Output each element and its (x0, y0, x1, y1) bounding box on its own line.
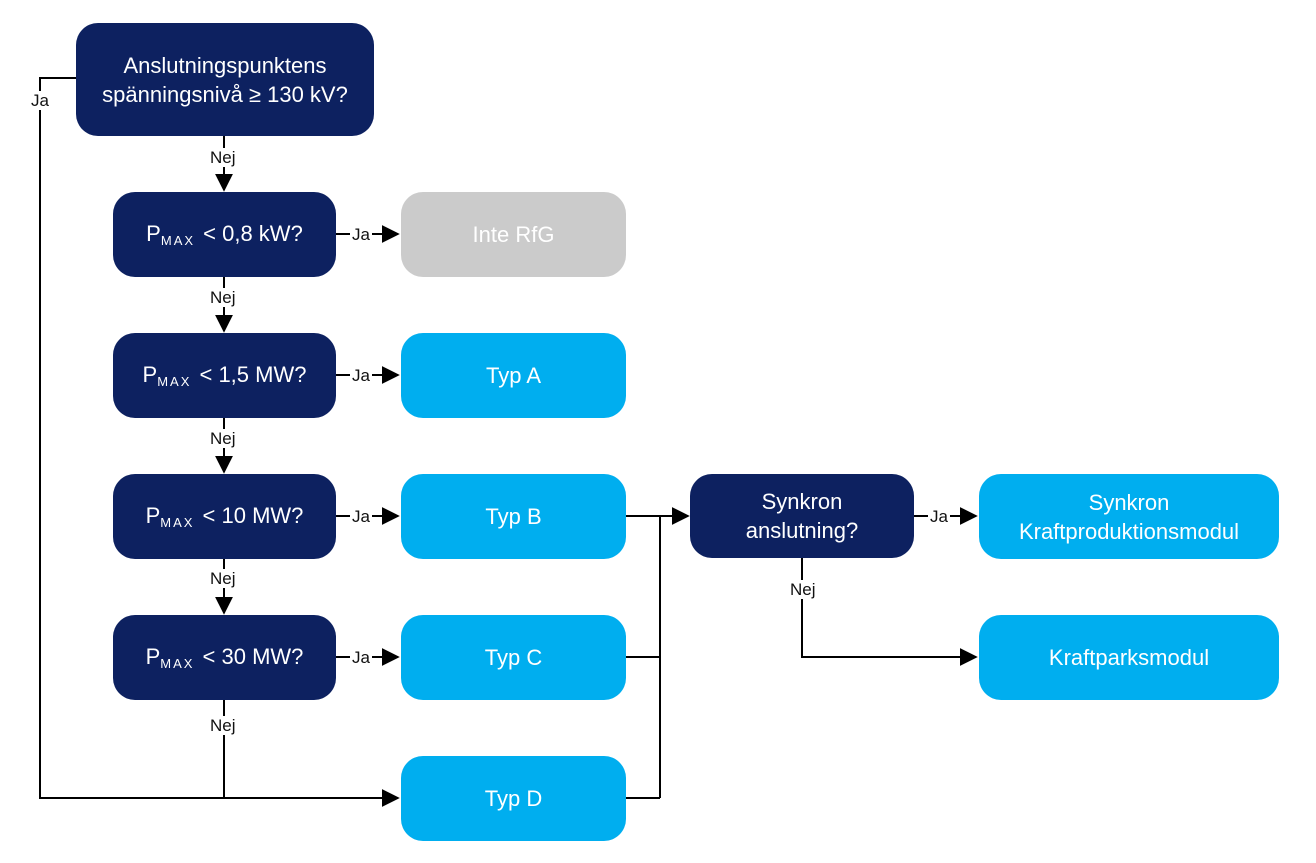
typ-c-text: Typ C (484, 645, 543, 670)
typ-a-node: Typ A (401, 333, 626, 418)
connector-synk-no (801, 558, 940, 658)
typ-b-text: Typ B (485, 504, 542, 529)
pmax-symbol: P (145, 643, 161, 669)
root-yes-connector (39, 77, 224, 799)
synkron-question-line2: anslutning? (745, 518, 859, 543)
pmax-30mw-text: < 30 MW? (196, 643, 304, 669)
synkron-yes-label: Ja (928, 507, 950, 526)
synkron-modul-line1: Synkron (1088, 489, 1170, 515)
q1-no-label: Nej (208, 288, 238, 307)
pmax-15mw-node: PMAX < 1,5 MW? (113, 333, 336, 418)
root-question-node: Anslutningspunktens spänningsnivå ≥ 130 … (76, 23, 374, 136)
pmax-30mw-node: PMAX < 30 MW? (113, 615, 336, 700)
inte-rfg-node: Inte RfG (401, 192, 626, 277)
q1-yes-label: Ja (350, 225, 372, 244)
kraftparksmodul-node: Kraftparksmodul (979, 615, 1279, 700)
inte-rfg-text: Inte RfG (472, 222, 555, 247)
pmax-10mw-text: < 10 MW? (196, 502, 304, 528)
pmax-subscript: MAX (157, 373, 192, 389)
pmax-symbol: P (145, 502, 161, 528)
pmax-subscript: MAX (160, 232, 196, 248)
root-yes-label: Ja (29, 91, 51, 110)
q2-no-label: Nej (208, 429, 238, 448)
pmax-symbol: P (142, 361, 158, 387)
pmax-15mw-text: < 1,5 MW? (193, 361, 307, 387)
q4-no-label: Nej (208, 716, 238, 735)
synkron-question-node: Synkron anslutning? (690, 474, 914, 558)
pmax-10mw-node: PMAX < 10 MW? (113, 474, 336, 559)
q3-yes-label: Ja (350, 507, 372, 526)
pmax-subscript: MAX (160, 655, 195, 671)
typ-a-text: Typ A (485, 363, 542, 388)
pmax-subscript: MAX (160, 514, 195, 530)
root-question-line2: spänningsnivå ≥ 130 kV? (102, 81, 348, 107)
root-no-label: Nej (208, 148, 238, 167)
typ-d-node: Typ D (401, 756, 626, 841)
pmax-08kw-text: < 0,8 kW? (197, 220, 303, 246)
root-question-line1: Anslutningspunktens (123, 52, 327, 78)
kraftparksmodul-text: Kraftparksmodul (1048, 645, 1210, 670)
synkron-modul-node: Synkron Kraftproduktionsmodul (979, 474, 1279, 559)
pmax-08kw-node: PMAX < 0,8 kW? (113, 192, 336, 277)
synkron-question-line1: Synkron (761, 489, 843, 514)
typ-b-node: Typ B (401, 474, 626, 559)
q4-yes-label: Ja (350, 648, 372, 667)
synkron-modul-line2: Kraftproduktionsmodul (1018, 518, 1240, 544)
q3-no-label: Nej (208, 569, 238, 588)
synkron-no-label: Nej (788, 580, 818, 599)
pmax-symbol: P (146, 220, 161, 246)
typ-c-node: Typ C (401, 615, 626, 700)
typ-d-text: Typ D (484, 786, 543, 811)
q2-yes-label: Ja (350, 366, 372, 385)
